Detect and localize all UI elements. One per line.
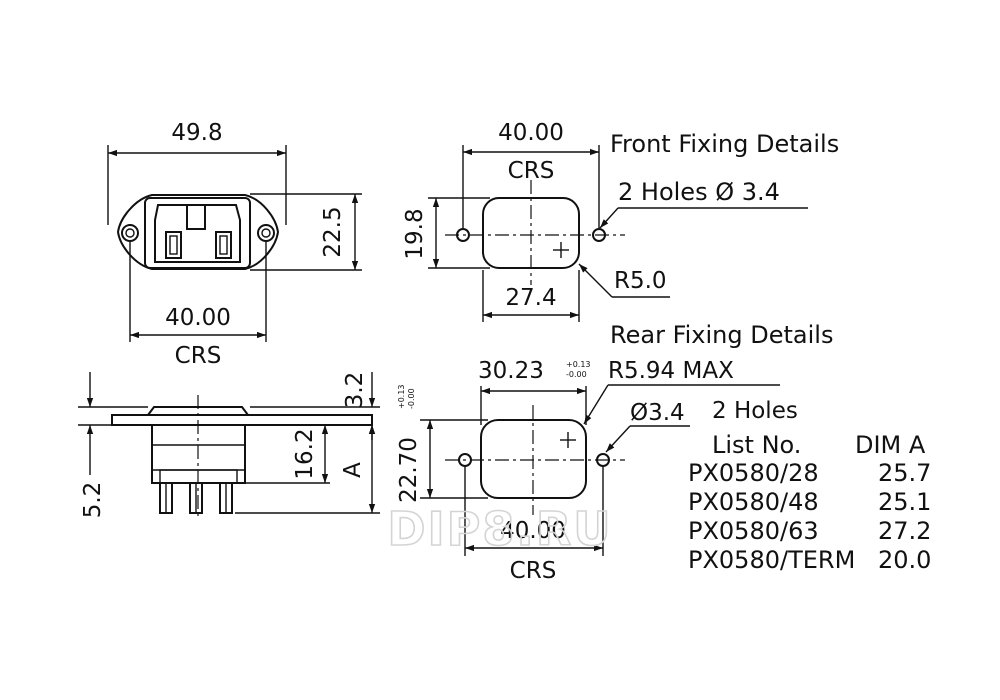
rear-fixing-title: Rear Fixing Details	[610, 321, 833, 349]
front-fixing-view: Front Fixing Details 2 Holes Ø 3.4 40.00…	[402, 120, 839, 322]
front-height-dim: 22.5	[320, 206, 346, 257]
table-row-list-no: PX0580/TERM	[688, 546, 855, 574]
table-row-list-no: PX0580/63	[688, 517, 819, 545]
table-row-dim-a: 20.0	[878, 546, 931, 574]
rear-fixing-crs-label: CRS	[510, 558, 557, 584]
front-fixing-radius-note: R5.0	[614, 268, 667, 294]
table-header-dim: DIM A	[855, 431, 926, 459]
side-a-label: A	[340, 462, 366, 478]
table-row-dim-a: 25.7	[878, 459, 931, 487]
rear-fixing-width-tol-lower: -0.00	[566, 370, 587, 379]
table-row-dim-a: 25.1	[878, 488, 931, 516]
front-view: 49.8 22.5 40.00 CRS	[107, 120, 362, 369]
side-view: 3.2 16.2 A 5.2	[78, 372, 380, 520]
front-fixing-crs-dim: 40.00	[498, 120, 564, 146]
side-flange-dim: 3.2	[342, 372, 368, 409]
front-crs-label: CRS	[175, 343, 222, 369]
front-fixing-crs-label: CRS	[508, 158, 555, 184]
rear-fixing-height-tol-upper: +0.13	[397, 384, 406, 409]
watermark-text: DIP8.RU	[387, 502, 612, 556]
rear-fixing-hole-dia: Ø3.4	[630, 400, 685, 426]
rear-fixing-width-dim: 30.23	[478, 358, 544, 384]
rear-fixing-height-dim: 22.70	[396, 437, 422, 503]
rear-fixing-radius-note: R5.94 MAX	[608, 358, 734, 384]
table-row-list-no: PX0580/48	[688, 488, 819, 516]
front-fixing-title: Front Fixing Details	[610, 130, 839, 158]
table-row-dim-a: 27.2	[878, 517, 931, 545]
dim-table: List No. DIM A PX0580/28 25.7 PX0580/48 …	[688, 431, 931, 574]
table-header-list: List No.	[712, 431, 801, 459]
rear-fixing-view: Rear Fixing Details 30.23 +0.13 -0.00 R5…	[396, 321, 833, 584]
side-pin-dim: 5.2	[80, 482, 106, 519]
rear-fixing-width-tol-upper: +0.13	[566, 360, 591, 369]
rear-fixing-holes-note: 2 Holes	[712, 398, 798, 424]
rear-fixing-height-tol-lower: -0.00	[407, 388, 416, 409]
front-width-dim: 49.8	[171, 120, 222, 146]
side-body-dim: 16.2	[292, 428, 318, 479]
front-fixing-height-dim: 19.8	[402, 208, 428, 259]
front-fixing-holes-note: 2 Holes Ø 3.4	[618, 178, 780, 206]
front-fixing-width-dim: 27.4	[505, 285, 556, 311]
table-row-list-no: PX0580/28	[688, 459, 819, 487]
front-crs-dim: 40.00	[165, 305, 231, 331]
rear-fixing-crs-dim: 40.00	[500, 518, 566, 544]
